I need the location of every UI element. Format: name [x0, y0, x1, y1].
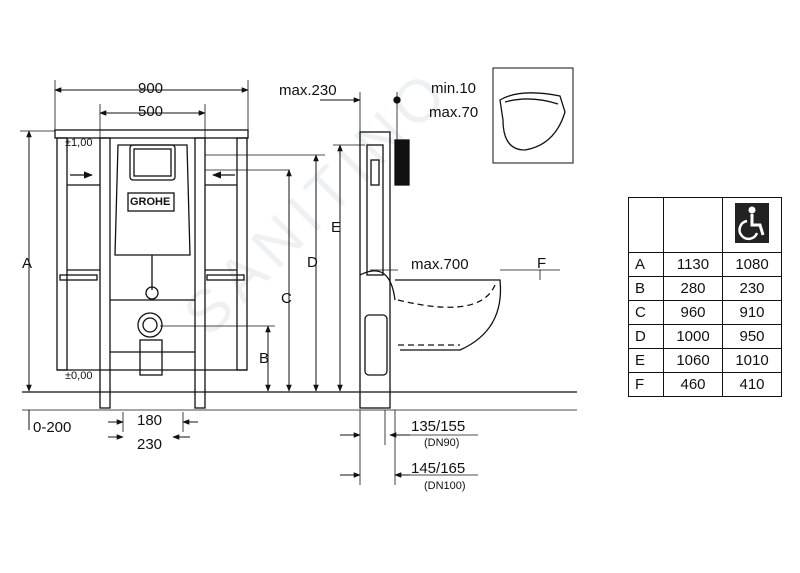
dim-label-a: A: [22, 255, 33, 272]
table-cell-accessible: 1010: [722, 348, 782, 373]
table-cell-accessible: 410: [722, 372, 782, 397]
dim-label-b: B: [259, 350, 270, 367]
table-header-row: [628, 197, 782, 253]
table-header-key: [628, 197, 664, 253]
table-cell-standard: 960: [663, 300, 723, 325]
dim-135-155: 135/155: [411, 418, 466, 435]
dim-spacing-180: 180: [137, 412, 163, 429]
table-cell-standard: 1130: [663, 252, 723, 277]
dim-label-c: C: [281, 290, 292, 307]
table-cell-key: D: [628, 324, 664, 349]
tolerance-bottom: ±0,00: [65, 370, 93, 382]
table-cell-standard: 460: [663, 372, 723, 397]
dim-dn100: (DN100): [424, 480, 466, 492]
installation-frame-front: [54, 129, 290, 409]
dim-spacing-230: 230: [137, 436, 163, 453]
dim-label-f: F: [537, 255, 547, 272]
table-cell-accessible: 230: [722, 276, 782, 301]
table-cell-key: E: [628, 348, 664, 373]
dim-max-70: max.70: [429, 104, 479, 121]
tolerance-top: ±1,00: [65, 137, 93, 149]
table-cell-standard: 1000: [663, 324, 723, 349]
dim-145-165: 145/165: [411, 460, 466, 477]
dim-min-10: min.10: [431, 80, 477, 97]
table-cell-standard: 280: [663, 276, 723, 301]
table-cell-key: F: [628, 372, 664, 397]
wheelchair-accessible-icon: [722, 197, 782, 253]
dim-max-700: max.700: [411, 256, 469, 273]
table-header-standard: [663, 197, 723, 253]
dim-label-d: D: [307, 254, 318, 271]
dim-dn90: (DN90): [424, 437, 460, 449]
dim-floor-range: 0-200: [33, 419, 72, 436]
table-cell-accessible: 1080: [722, 252, 782, 277]
table-cell-key: B: [628, 276, 664, 301]
wall-hung-toilet-thumbnail: [492, 67, 574, 164]
table-cell-standard: 1060: [663, 348, 723, 373]
dim-top-width: 900: [138, 80, 164, 97]
table-cell-accessible: 950: [722, 324, 782, 349]
table-cell-accessible: 910: [722, 300, 782, 325]
table-cell-key: A: [628, 252, 664, 277]
dim-label-e: E: [331, 219, 342, 236]
brand-logo: GROHE: [130, 196, 171, 208]
installation-frame-side: [359, 131, 502, 409]
dim-inner-width: 500: [138, 103, 164, 120]
dim-max-230: max.230: [279, 82, 337, 99]
table-cell-key: C: [628, 300, 664, 325]
